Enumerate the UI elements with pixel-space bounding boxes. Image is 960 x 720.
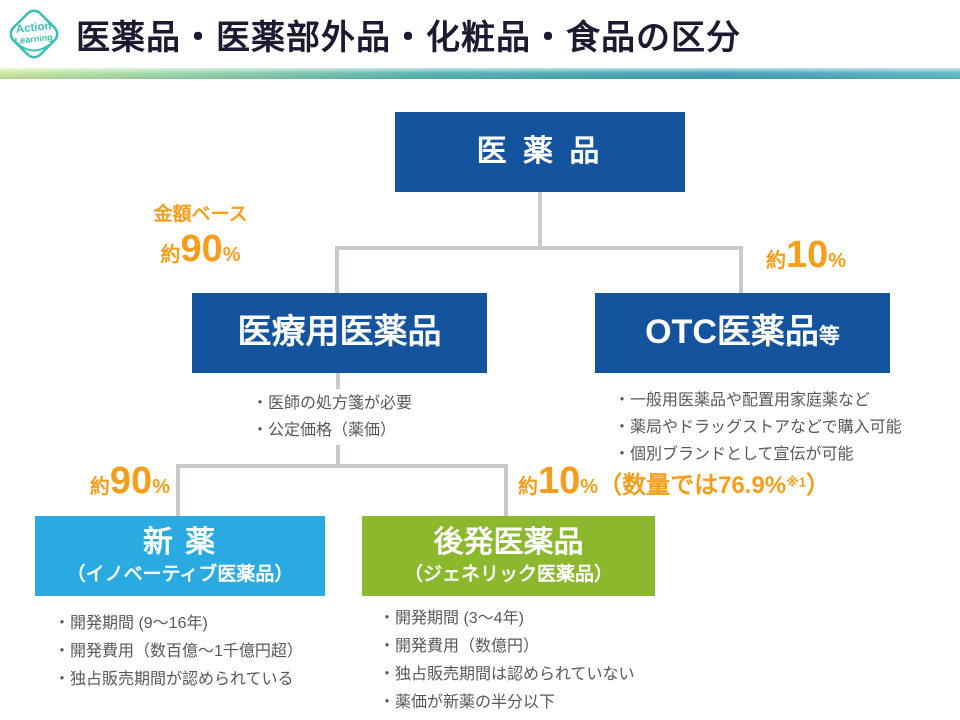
logo-text-line2: Learning — [14, 32, 53, 46]
otc-share-percent: 10 — [786, 234, 829, 276]
node-otc-drugs: OTC医薬品等 — [595, 293, 890, 373]
value-base-percent: 90 — [180, 228, 223, 270]
bullet-item: ・開発費用（数百億～1千億円超） — [54, 643, 303, 660]
value-base-unit: % — [222, 244, 241, 266]
new-drug-share-percent: 90 — [109, 460, 153, 502]
bullet-item: ・一般用医薬品や配置用家庭薬など — [614, 392, 871, 409]
connector-newdrug-drop — [176, 464, 180, 516]
node-generic-drugs-sublabel: （ジェネリック医薬品） — [403, 564, 613, 586]
annotation-value-base: 金額ベース 約90% — [128, 202, 273, 271]
generic-share-percent: 10 — [538, 460, 581, 502]
node-new-drugs: 新 薬 （イノベーティブ医薬品） — [35, 516, 325, 596]
generic-share-note-open: （数量では76.9% — [598, 472, 787, 499]
generic-share-approx: 約 — [518, 476, 538, 498]
bullet-item: ・開発費用（数億円） — [379, 638, 540, 655]
connector-level1-horizontal — [335, 246, 743, 250]
connector-otc-drop — [739, 246, 743, 294]
new-drug-share-unit: % — [152, 476, 170, 498]
node-new-drugs-sublabel: （イノベーティブ医薬品） — [66, 564, 294, 586]
connector-level2-horizontal — [176, 464, 508, 468]
annotation-otc-share: 約10% — [766, 234, 846, 277]
bullet-item: ・薬価が新薬の半分以下 — [379, 694, 556, 711]
bullet-item: ・個別ブランドとして宣伝が可能 — [614, 446, 854, 463]
node-new-drugs-label: 新 薬 — [142, 525, 218, 559]
otc-drugs-bullet-list: ・一般用医薬品や配置用家庭薬など ・薬局やドラッグストアなどで購入可能 ・個別ブ… — [608, 386, 908, 469]
otc-share-approx: 約 — [766, 250, 786, 272]
generic-share-note-close: ） — [806, 472, 831, 499]
node-pharmaceuticals: 医 薬 品 — [395, 112, 685, 192]
annotation-generic-share: 約10%（数量では76.9%※1） — [518, 460, 830, 503]
connector-medical-drop — [335, 246, 339, 294]
new-drugs-bullet-list: ・開発期間 (9～16年) ・開発費用（数百億～1千億円超） ・独占販売期間が認… — [48, 609, 309, 695]
bullet-item: ・医師の処方箋が必要 — [252, 395, 413, 412]
node-otc-drugs-label-suffix: 等 — [818, 325, 840, 349]
node-otc-drugs-label-main: OTC医薬品 — [645, 313, 819, 352]
generic-drugs-bullet-list: ・開発期間 (3～4年) ・開発費用（数億円） ・独占販売期間は認められていない… — [373, 604, 641, 718]
node-generic-drugs: 後発医薬品 （ジェネリック医薬品） — [362, 516, 655, 596]
node-otc-drugs-label: OTC医薬品等 — [645, 313, 840, 352]
bullet-item: ・独占販売期間は認められていない — [379, 666, 635, 683]
page-title: 医薬品・医薬部外品・化粧品・食品の区分 — [76, 19, 741, 57]
value-base-approx: 約 — [160, 244, 181, 266]
generic-share-footnote-marker: ※1 — [786, 474, 807, 490]
connector-root-down — [538, 192, 542, 248]
node-generic-drugs-label: 後発医薬品 — [433, 525, 584, 559]
bullet-item: ・公定価格（薬価） — [252, 422, 397, 439]
connector-generic-drop — [504, 464, 508, 516]
node-prescription-drugs: 医療用医薬品 — [192, 293, 487, 373]
new-drug-share-approx: 約 — [89, 476, 110, 498]
header-divider — [0, 68, 960, 79]
logo-text-line1: Action — [15, 20, 52, 36]
bullet-item: ・薬局やドラッグストアなどで購入可能 — [614, 419, 902, 436]
bullet-item: ・開発期間 (9～16年) — [54, 615, 208, 632]
prescription-drugs-bullet-list: ・医師の処方箋が必要 ・公定価格（薬価） — [246, 389, 419, 445]
otc-share-unit: % — [828, 250, 847, 272]
bullet-item: ・独占販売期間が認められている — [54, 671, 294, 688]
node-prescription-drugs-label: 医療用医薬品 — [237, 313, 442, 352]
annotation-new-drug-share: 約90% — [40, 460, 170, 503]
value-base-caption: 金額ベース — [153, 204, 248, 225]
generic-share-unit: % — [580, 476, 599, 498]
bullet-item: ・開発期間 (3～4年) — [379, 610, 524, 627]
node-pharmaceuticals-label: 医 薬 品 — [476, 134, 604, 168]
action-learning-logo-icon: Action Learning — [9, 9, 59, 59]
